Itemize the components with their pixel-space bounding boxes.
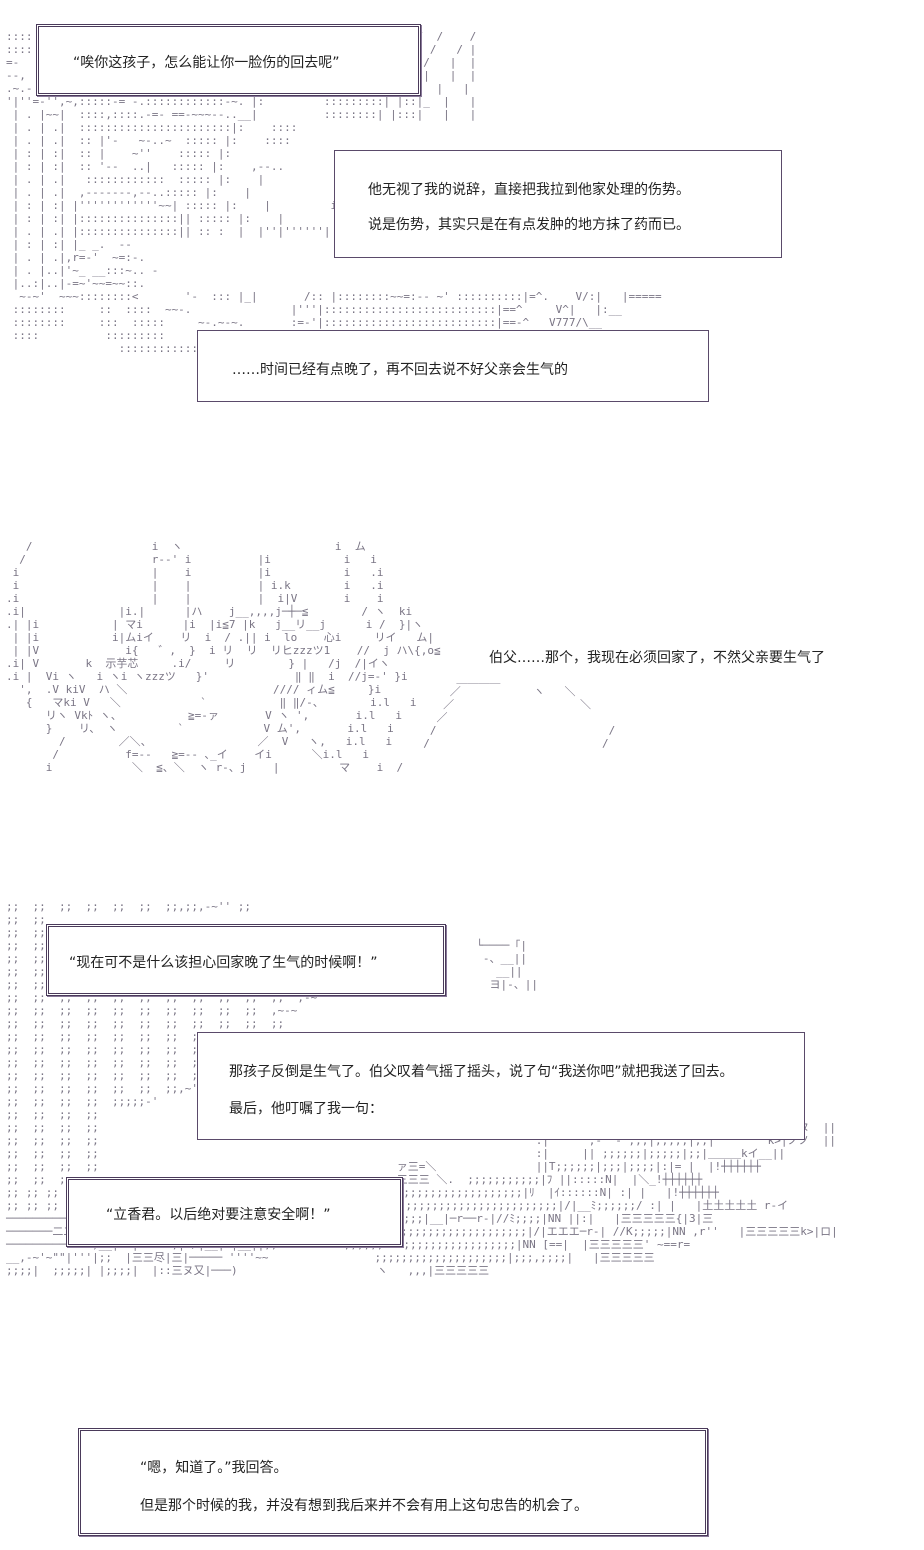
- narration-line: ……时间已经有点晚了，再不回去说不好父亲会生气的: [232, 362, 568, 378]
- dialogue-text: “立香君。以后绝对要注意安全啊！”: [106, 1207, 331, 1223]
- character-art: / i ヽ i ム / r--' i |i i i i | i |i i .i …: [6, 540, 441, 774]
- narration-box-1: 他无视了我的说辞，直接把我拉到他家处理的伤势。 说是伤势，其实只是在有点发肿的地…: [334, 150, 782, 258]
- dialogue-box-3: “立香君。以后绝对要注意安全啊！”: [66, 1177, 403, 1247]
- dialogue-box-1: “唉你这孩子，怎么能让你一脸伤的回去呢”: [36, 24, 421, 96]
- narration-line: 说是伤势，其实只是在有点发肿的地方抹了药而已。: [368, 217, 690, 233]
- narration-line: 他无视了我的说辞，直接把我拉到他家处理的伤势。: [368, 182, 690, 198]
- narration-line: 那孩子反倒是生气了。伯父叹着气摇了摇头，说了句“我送你吧”就把我送了回去。: [229, 1064, 734, 1080]
- dialogue-text: “唉你这孩子，怎么能让你一脸伤的回去呢”: [73, 55, 340, 71]
- narration-box-3: 那孩子反倒是生气了。伯父叹着气摇了摇头，说了句“我送你吧”就把我送了回去。 最后…: [197, 1032, 805, 1140]
- narration-line: 最后，他叮嘱了我一句：: [229, 1101, 383, 1117]
- dialogue-box-2: “现在可不是什么该担心回家晚了生气的时候啊！”: [46, 924, 446, 996]
- dialogue-text: “现在可不是什么该担心回家晚了生气的时候啊！”: [69, 955, 378, 971]
- narration-line: 但是那个时候的我，并没有想到我后来并不会有用上这句忠告的机会了。: [140, 1498, 588, 1514]
- narration-line: “嗯，知道了。”我回答。: [140, 1460, 288, 1476]
- speech-tail-art: ＿＿＿＿ ／ ヽ ＼ ／ ＼ ／ / / / /: [423, 672, 616, 750]
- speech-line: 伯父……那个，我现在必须回家了，不然父亲要生气了: [489, 650, 825, 666]
- narration-box-4: “嗯，知道了。”我回答。 但是那个时候的我，并没有想到我后来并不会有用上这句忠告…: [78, 1428, 708, 1536]
- narration-box-2: ……时间已经有点晚了，再不回去说不好父亲会生气的: [197, 330, 709, 402]
